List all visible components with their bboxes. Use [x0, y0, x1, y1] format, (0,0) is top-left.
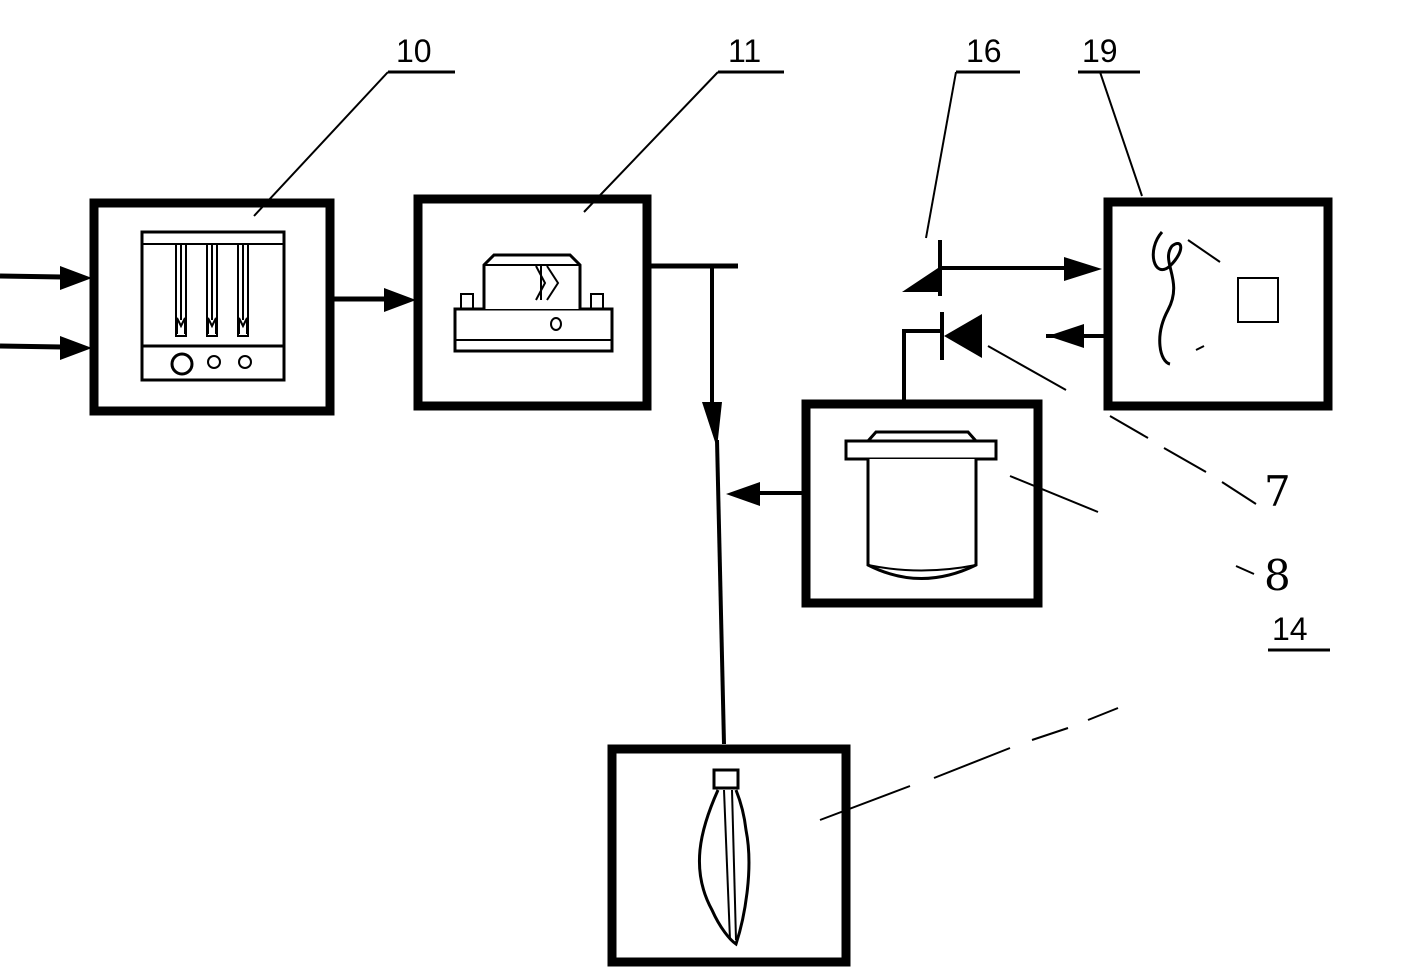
label-ref-14: 14: [1272, 611, 1308, 647]
block-14-balloon: [607, 744, 851, 967]
arrow-19-to-7: [1046, 324, 1104, 348]
block-19-control: [1103, 197, 1333, 411]
label-ref-19: 19: [1082, 33, 1118, 69]
leader-16: [925, 70, 1020, 239]
label-ref-16: 16: [966, 33, 1002, 69]
input-arrow-bottom: [0, 336, 92, 360]
label-ref-10: 10: [396, 33, 432, 69]
label-ref-11: 11: [728, 33, 761, 69]
block-reservoir: [801, 399, 1043, 608]
control-unit-icon: [1151, 231, 1279, 366]
valve-16: [902, 240, 942, 296]
gas-mixer-panel-icon: [140, 230, 286, 382]
vaporizer-unit-icon: [453, 253, 614, 353]
label-ref-7: 7: [1264, 467, 1291, 516]
leader-8: [1009, 475, 1255, 575]
line-11-output: [650, 263, 738, 745]
arrow-10-to-11: [332, 288, 416, 312]
arrow-16-to-19: [940, 257, 1102, 281]
valve-7: [940, 312, 982, 360]
balloon-bag-icon: [697, 768, 751, 947]
line-reservoir-to-valve-7: [902, 329, 944, 404]
leader-11: [583, 70, 784, 213]
block-10-gas-mixer: [89, 198, 335, 416]
leader-14: [819, 648, 1330, 821]
block-11-vaporizer: [413, 194, 652, 411]
leader-7: [987, 345, 1257, 505]
input-arrow-top: [0, 266, 92, 290]
arrow-reservoir-to-line: [726, 482, 802, 506]
label-ref-8: 8: [1264, 551, 1291, 600]
reservoir-container-icon: [844, 430, 998, 580]
leader-19: [1078, 70, 1143, 197]
leader-10: [253, 70, 455, 217]
